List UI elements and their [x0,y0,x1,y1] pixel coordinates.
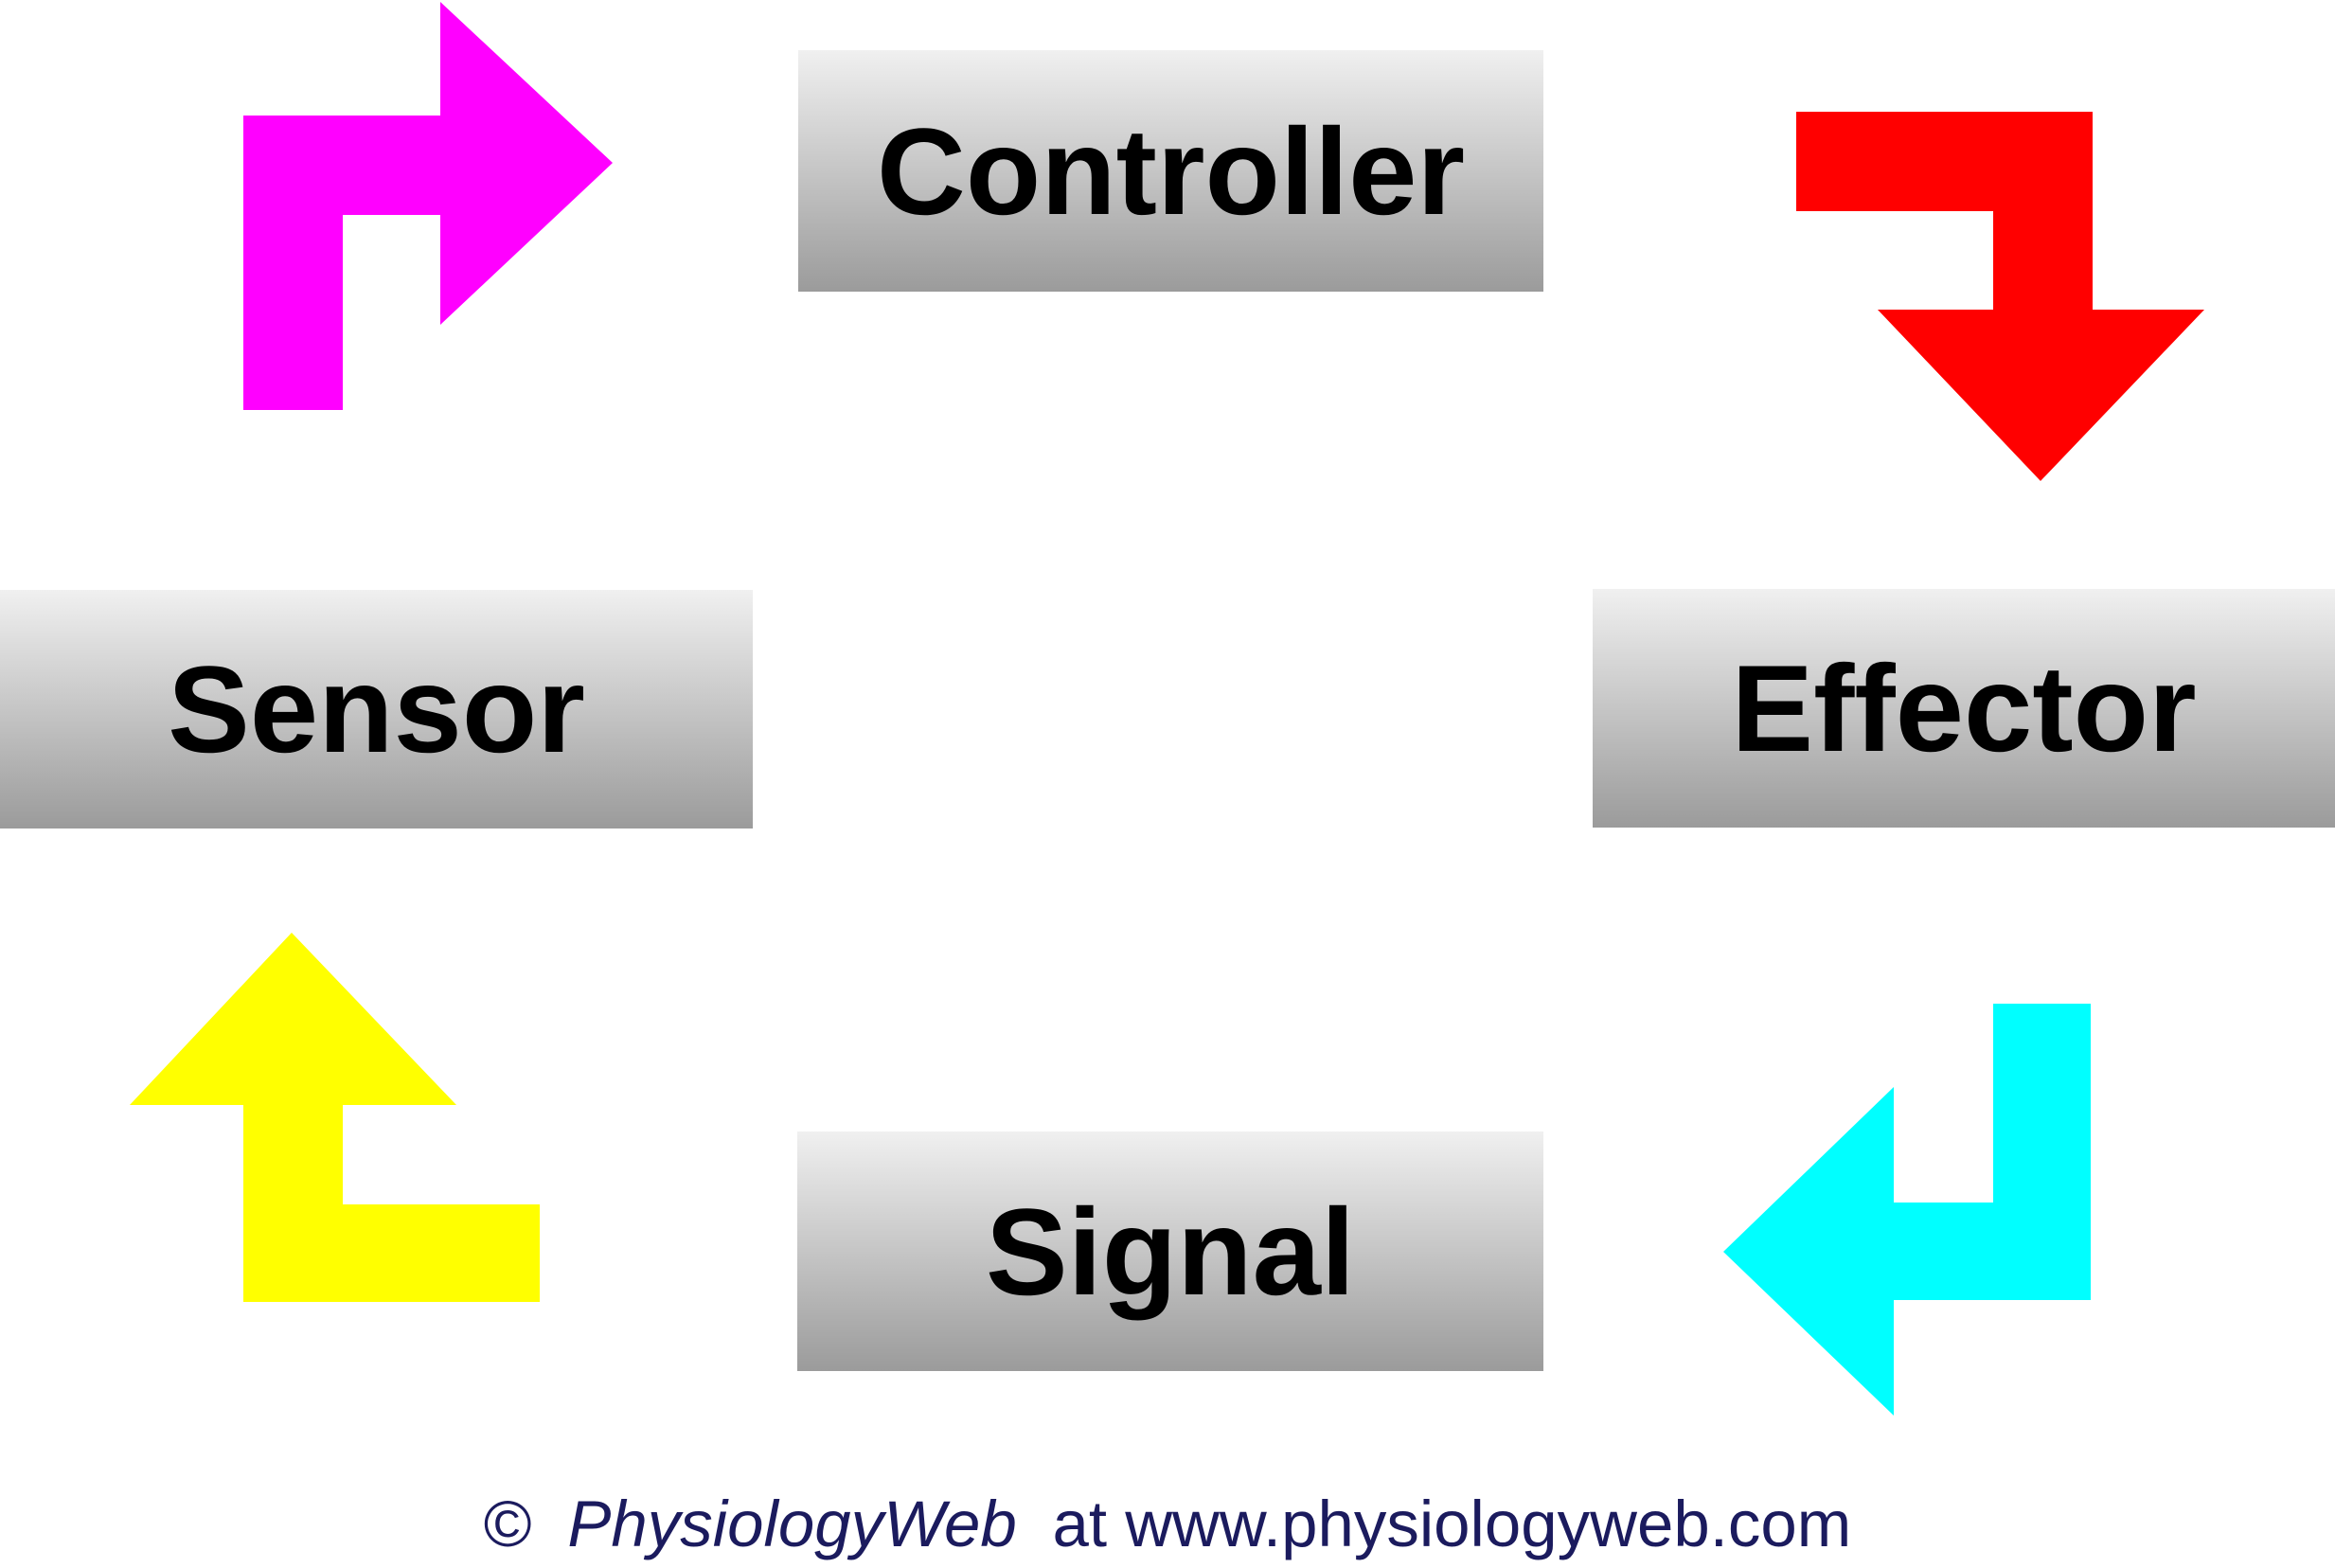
bent-arrow-down-icon [1796,112,2204,481]
footer-url-text: at www.physiologyweb.com [1052,1488,1852,1560]
bent-arrow-right-icon [243,2,613,410]
effector-box: Effector [1593,589,2335,828]
bent-arrow-left-icon [1723,1004,2091,1416]
signal-label: Signal [985,1182,1356,1321]
site-name: PhysiologyWeb [567,1488,1017,1560]
controller-label: Controller [876,101,1466,241]
sensor-box: Sensor [0,590,753,829]
bent-arrow-up-icon [130,933,540,1302]
copyright-symbol: © [483,1488,532,1560]
sensor-label: Sensor [168,640,585,778]
effector-label: Effector [1731,639,2197,777]
signal-box: Signal [797,1131,1543,1371]
controller-box: Controller [798,50,1543,292]
copyright-footer: © PhysiologyWeb at www.physiologyweb.com [0,1488,2335,1560]
